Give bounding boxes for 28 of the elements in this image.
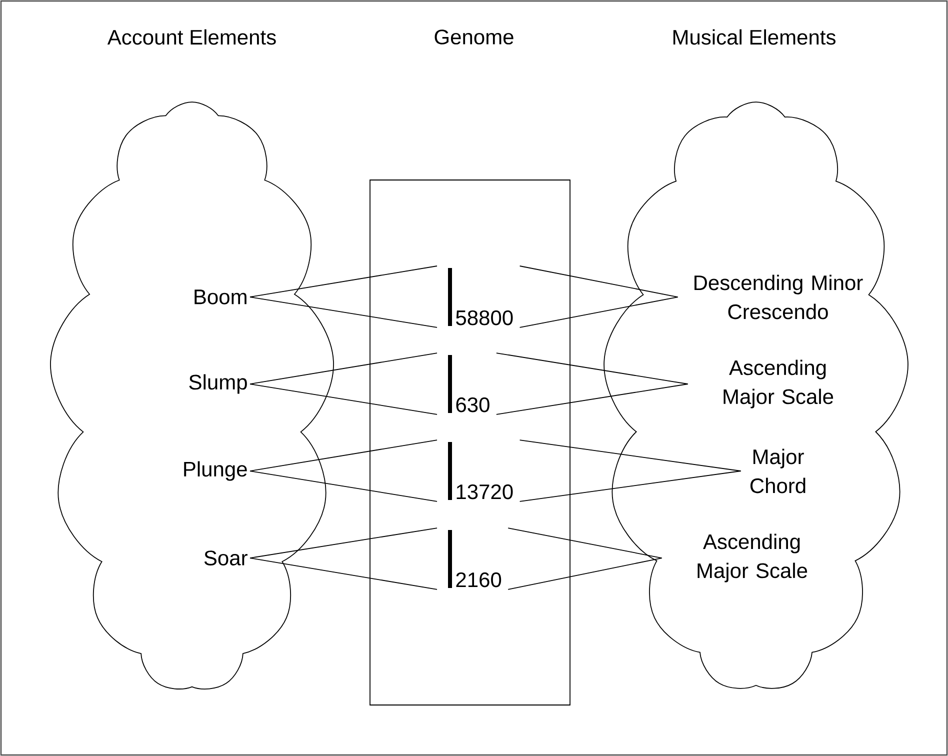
- genome-box: [370, 180, 570, 706]
- element-label: Plunge: [184, 461, 247, 481]
- connector-line: [250, 296, 438, 328]
- heading: Musical Elements: [673, 29, 836, 45]
- element-label: Descending Minor Crescendo: [694, 274, 863, 320]
- connector-line: [519, 266, 678, 298]
- element-label: Boom: [194, 290, 246, 304]
- connector-line: [508, 528, 662, 558]
- element-label: Ascending Major Scale: [698, 534, 808, 582]
- element-label: Slump: [189, 374, 247, 394]
- element-label: Major Chord: [750, 448, 806, 494]
- connector-line: [250, 558, 438, 590]
- connector-line: [250, 440, 438, 472]
- heading: Genome: [434, 30, 514, 44]
- connector-line: [250, 384, 438, 415]
- element-label: Soar: [204, 550, 248, 566]
- connector-line: [250, 352, 438, 384]
- connector-line: [519, 296, 678, 328]
- connector-line: [496, 384, 688, 415]
- connector-line: [496, 352, 688, 384]
- connector-line: [250, 266, 438, 298]
- element-label: Ascending Major Scale: [724, 360, 834, 408]
- connector-line: [519, 470, 742, 502]
- connector-line: [250, 528, 438, 558]
- heading: Account Elements: [107, 29, 276, 45]
- connector-line: [508, 558, 662, 590]
- connector-line: [250, 470, 438, 502]
- connector-line: [519, 440, 742, 472]
